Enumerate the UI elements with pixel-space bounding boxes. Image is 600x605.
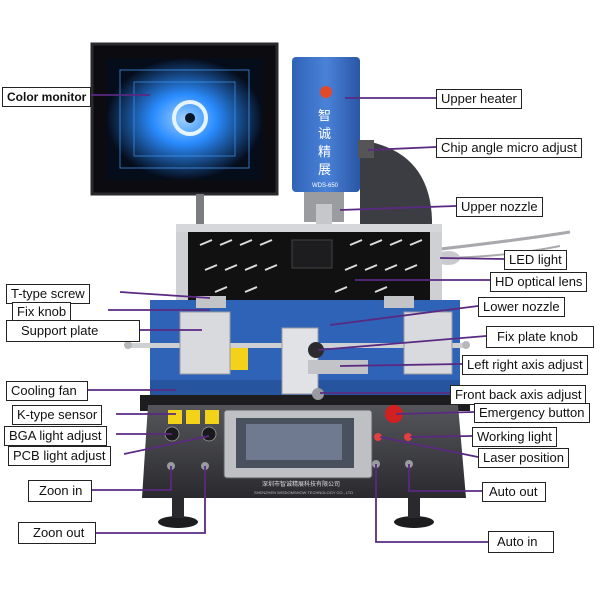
label-color-monitor: Color monitor xyxy=(2,87,92,107)
leader-chip-angle xyxy=(367,146,437,151)
company-name-cn: 深圳市智诚精展科技有限公司 xyxy=(262,480,340,488)
label-t-type-screw: T-type screw xyxy=(6,284,90,304)
leader-zoon-in xyxy=(92,466,172,491)
label-led-light: LED light xyxy=(504,250,567,270)
heater-char-4: 展 xyxy=(318,163,331,178)
label-chip-angle-micro-adjust: Chip angle micro adjust xyxy=(436,138,582,158)
label-laser-position: Laser position xyxy=(478,448,569,468)
label-emergency-button: Emergency button xyxy=(474,403,590,423)
label-zoon-out: Zoon out xyxy=(18,522,96,544)
upper-heater: 智 诚 精 展 WDS-650 xyxy=(292,57,374,228)
label-upper-heater: Upper heater xyxy=(436,89,522,109)
leader-working-light xyxy=(409,435,473,438)
label-pcb-light-adjust: PCB light adjust xyxy=(8,446,111,466)
label-left-right-axis-adjust: Left right axis adjust xyxy=(462,355,588,375)
label-auto-out: Auto out xyxy=(482,482,546,502)
label-front-back-axis-adjust: Front back axis adjust xyxy=(450,385,587,405)
label-support-plate: Support plate xyxy=(6,320,140,342)
support-plates xyxy=(124,296,470,400)
leader-auto-in xyxy=(375,464,488,543)
label-fix-plate-knob: Fix plate knob xyxy=(486,326,594,348)
heater-char-1: 智 xyxy=(318,109,331,124)
leader-led-light xyxy=(439,257,505,260)
pcb-hood xyxy=(176,224,442,300)
color-monitor xyxy=(90,42,279,224)
company-name-en: SHENZHEN WISDOMSHOW TECHNOLOGY CO., LTD xyxy=(254,490,353,495)
label-upper-nozzle: Upper nozzle xyxy=(456,197,543,217)
heater-char-2: 诚 xyxy=(318,127,331,142)
label-working-light: Working light xyxy=(472,427,557,447)
front-chassis: 深圳市智诚精展科技有限公司 SHENZHEN WISDOMSHOW TECHNO… xyxy=(142,405,466,528)
leader-zoon-out xyxy=(96,466,206,534)
leader-auto-out xyxy=(408,464,482,492)
label-hd-optical-lens: HD optical lens xyxy=(490,272,588,292)
heater-char-3: 精 xyxy=(318,145,331,160)
leader-pcb-light xyxy=(123,435,210,455)
leader-t-type-screw xyxy=(119,291,211,299)
label-auto-in: Auto in xyxy=(488,531,554,553)
leader-lower-nozzle xyxy=(329,305,479,326)
leader-fix-plate-knob xyxy=(317,335,487,351)
leader-lines xyxy=(86,94,505,543)
leader-left-right-axis xyxy=(339,363,463,367)
label-cooling-fan: Cooling fan xyxy=(6,381,88,401)
leader-laser-position xyxy=(379,436,479,458)
leader-upper-nozzle xyxy=(339,205,457,211)
leader-emergency-button xyxy=(395,411,475,415)
label-lower-nozzle: Lower nozzle xyxy=(478,297,565,317)
label-bga-light-adjust: BGA light adjust xyxy=(4,426,107,446)
label-k-type-sensor: K-type sensor xyxy=(12,405,103,425)
label-fix-knob: Fix knob xyxy=(12,302,72,322)
label-zoon-in: Zoon in xyxy=(28,480,92,502)
heater-model: WDS-650 xyxy=(312,183,339,189)
